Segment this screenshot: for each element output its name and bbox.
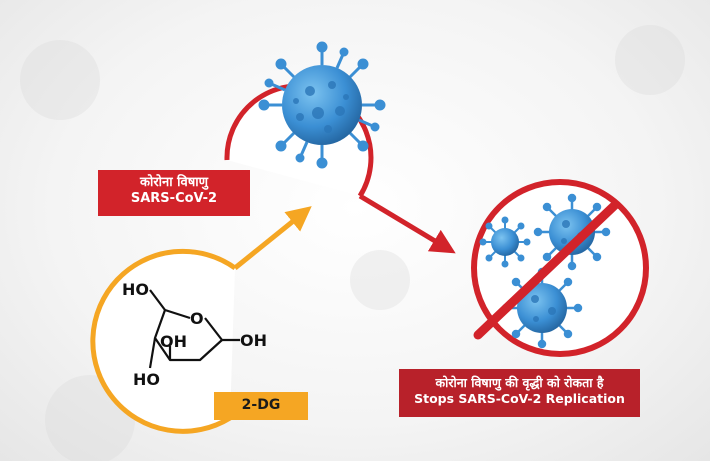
effect-label: कोरोना विषाणु की वृद्धी को रोकता है Stop…: [399, 369, 640, 417]
hydroxyl-label: HO: [133, 370, 160, 389]
virus-name-hindi: कोरोना विषाणु: [139, 175, 209, 190]
coronavirus-icon: [258, 41, 386, 169]
effect-hindi: कोरोना विषाणु की वृद्धी को रोकता है: [435, 375, 604, 390]
ring-oxygen-label: O: [190, 309, 204, 328]
drug-name-label: 2-DG: [214, 392, 308, 420]
hydroxyl-label: HO: [122, 280, 149, 299]
coronavirus-icon: [501, 267, 583, 349]
prohibited-slash: [473, 200, 620, 340]
hydroxyl-label: OH: [160, 332, 187, 351]
virus-name-label: कोरोना विषाणु SARS-CoV-2: [98, 170, 250, 216]
coronavirus-icon: [479, 216, 531, 268]
coronavirus-icon: [533, 193, 611, 271]
virus-name-english: SARS-CoV-2: [130, 191, 218, 207]
arrow-icon: [358, 193, 456, 254]
molecule-structure: [148, 289, 240, 369]
prohibited-icon: [471, 179, 649, 357]
molecule-circle: [90, 248, 237, 434]
hydroxyl-label: OH: [240, 331, 267, 350]
effect-english: Stops SARS-CoV-2 Replication: [414, 390, 625, 406]
arrow-icon: [233, 206, 312, 270]
